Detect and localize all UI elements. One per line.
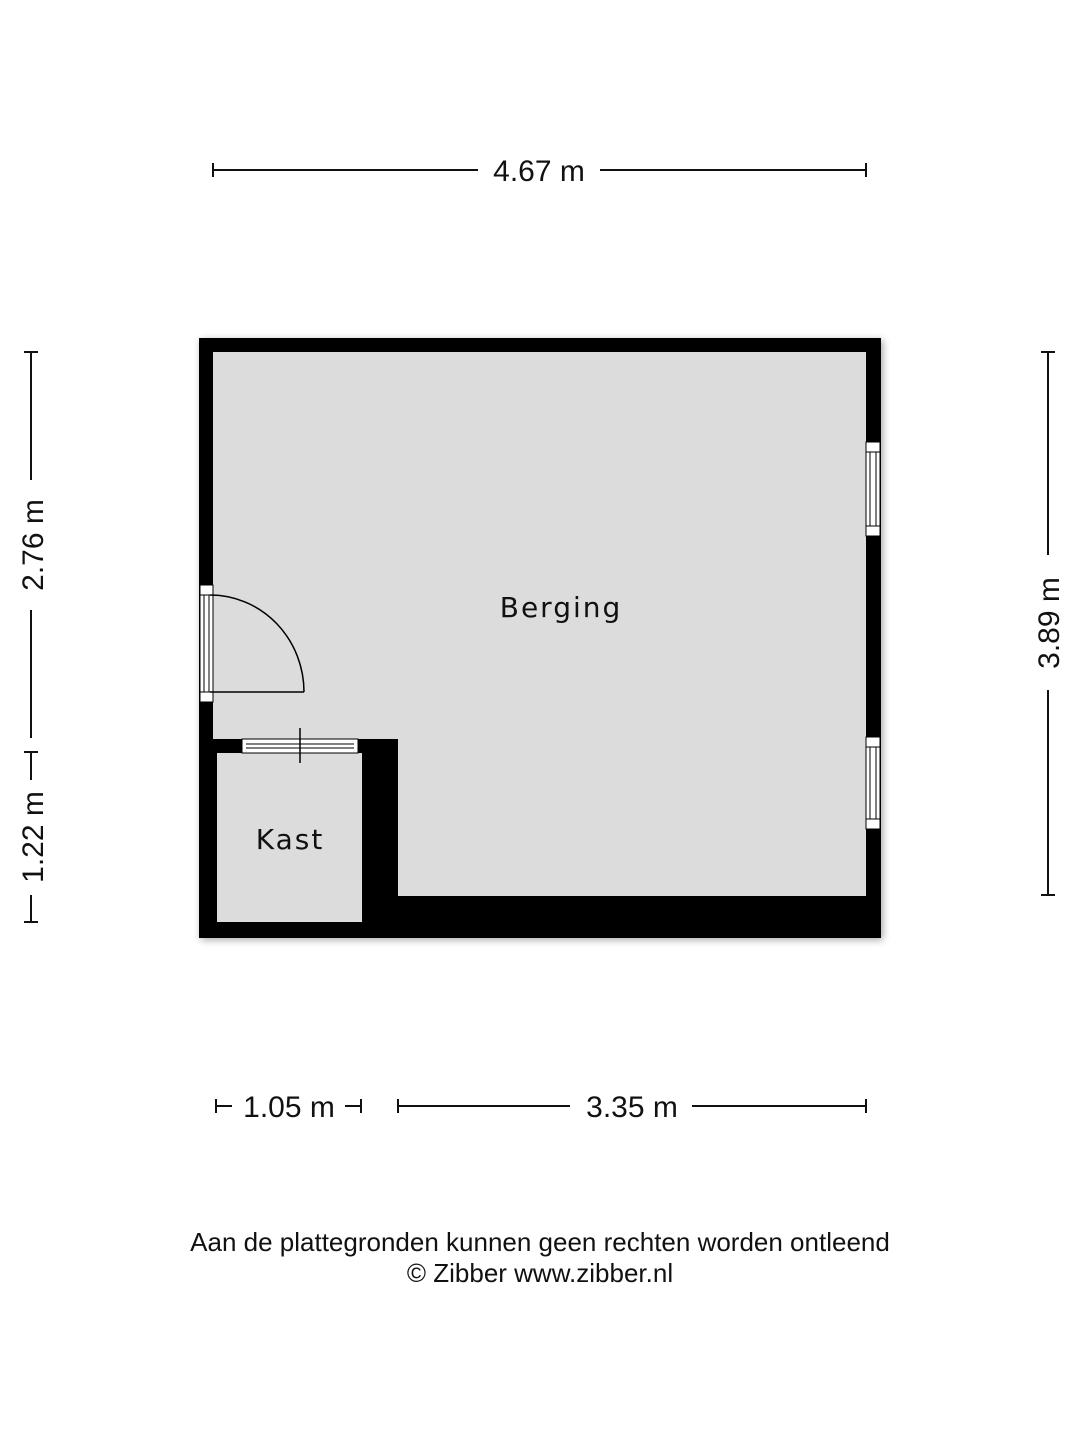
disclaimer-text: Aan de plattegronden kunnen geen rechten… xyxy=(190,1227,890,1257)
room-label-berging: Berging xyxy=(500,591,623,624)
right-dimension-label: 3.89 m xyxy=(1033,577,1066,669)
bottom-left-dimension-label: 1.05 m xyxy=(243,1091,335,1124)
left-dimension xyxy=(24,351,38,923)
left-upper-dimension-label: 2.76 m xyxy=(17,499,50,591)
top-dimension-label: 4.67 m xyxy=(493,155,585,188)
berging-floor xyxy=(213,352,866,896)
room-label-kast: Kast xyxy=(256,823,325,856)
door-left xyxy=(199,584,305,703)
right-dimension xyxy=(1041,351,1055,896)
window-right-lower xyxy=(865,736,881,830)
bottom-right-dimension-label: 3.35 m xyxy=(586,1091,678,1124)
kast-door xyxy=(241,728,359,763)
top-dimension xyxy=(212,163,867,177)
copyright-text: © Zibber www.zibber.nl xyxy=(406,1258,674,1288)
left-lower-dimension-label: 1.22 m xyxy=(17,791,50,883)
bottom-dimension xyxy=(215,1099,867,1113)
kast-floor xyxy=(217,753,362,922)
window-right-upper xyxy=(865,441,881,537)
